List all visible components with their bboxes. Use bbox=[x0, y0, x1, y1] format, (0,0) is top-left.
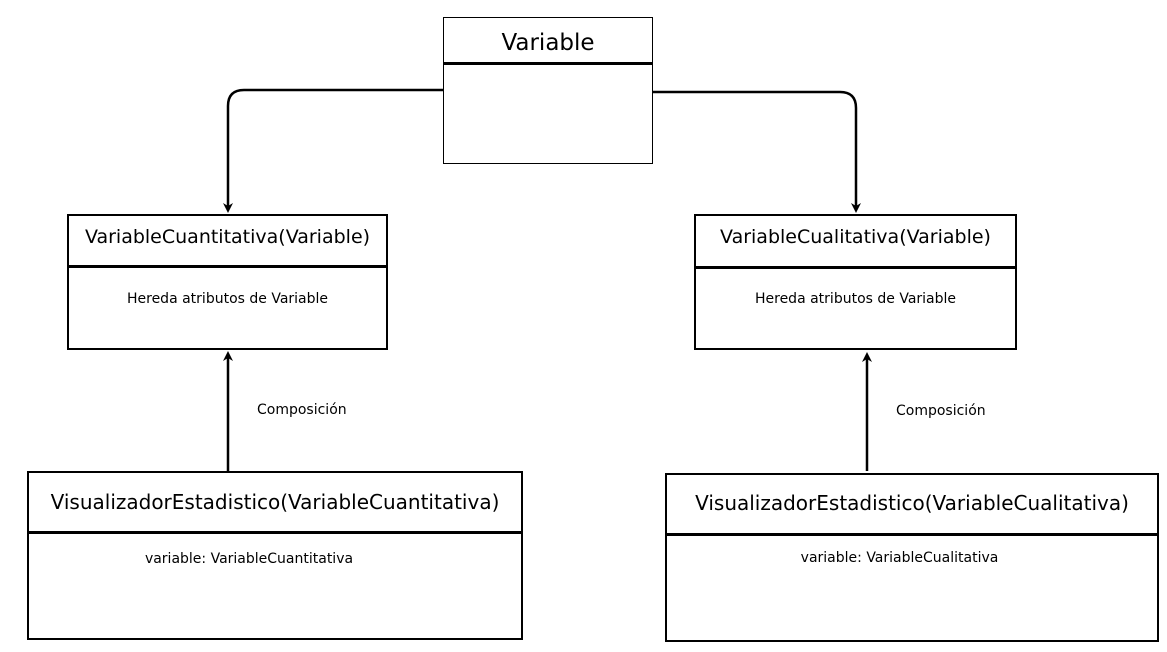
class-variable-cuantitativa-body: Hereda atributos de Variable bbox=[126, 291, 329, 307]
inheritance-connector-left bbox=[223, 88, 443, 213]
class-variable-cualitativa-name: VariableCualitativa(Variable) bbox=[720, 226, 991, 248]
class-variable: Variable bbox=[443, 17, 653, 164]
class-variable-cualitativa-body: Hereda atributos de Variable bbox=[754, 291, 957, 307]
class-variable-cuantitativa-divider bbox=[69, 265, 386, 268]
class-variable-cuantitativa: VariableCuantitativa(Variable) Hereda at… bbox=[67, 214, 388, 350]
composition-label-left: Composición bbox=[257, 402, 347, 418]
class-visualizador-cuantitativa-divider bbox=[29, 531, 521, 534]
class-variable-cualitativa-divider bbox=[696, 266, 1015, 269]
class-visualizador-cuantitativa: VisualizadorEstadistico(VariableCuantita… bbox=[27, 471, 523, 640]
class-visualizador-cualitativa-body: variable: VariableCualitativa bbox=[800, 550, 999, 566]
class-variable-cualitativa: VariableCualitativa(Variable) Hereda atr… bbox=[694, 214, 1017, 350]
class-variable-name: Variable bbox=[501, 30, 595, 56]
class-variable-cuantitativa-name: VariableCuantitativa(Variable) bbox=[84, 226, 371, 248]
class-visualizador-cualitativa: VisualizadorEstadistico(VariableCualitat… bbox=[665, 473, 1159, 642]
composition-label-right: Composición bbox=[896, 403, 986, 419]
class-visualizador-cuantitativa-name: VisualizadorEstadistico(VariableCuantita… bbox=[50, 490, 500, 514]
class-variable-divider bbox=[444, 62, 652, 65]
inheritance-connector-right bbox=[653, 90, 861, 213]
class-visualizador-cualitativa-name: VisualizadorEstadistico(VariableCualitat… bbox=[695, 491, 1129, 515]
class-visualizador-cuantitativa-body: variable: VariableCuantitativa bbox=[144, 551, 354, 567]
class-visualizador-cualitativa-divider bbox=[667, 533, 1157, 536]
